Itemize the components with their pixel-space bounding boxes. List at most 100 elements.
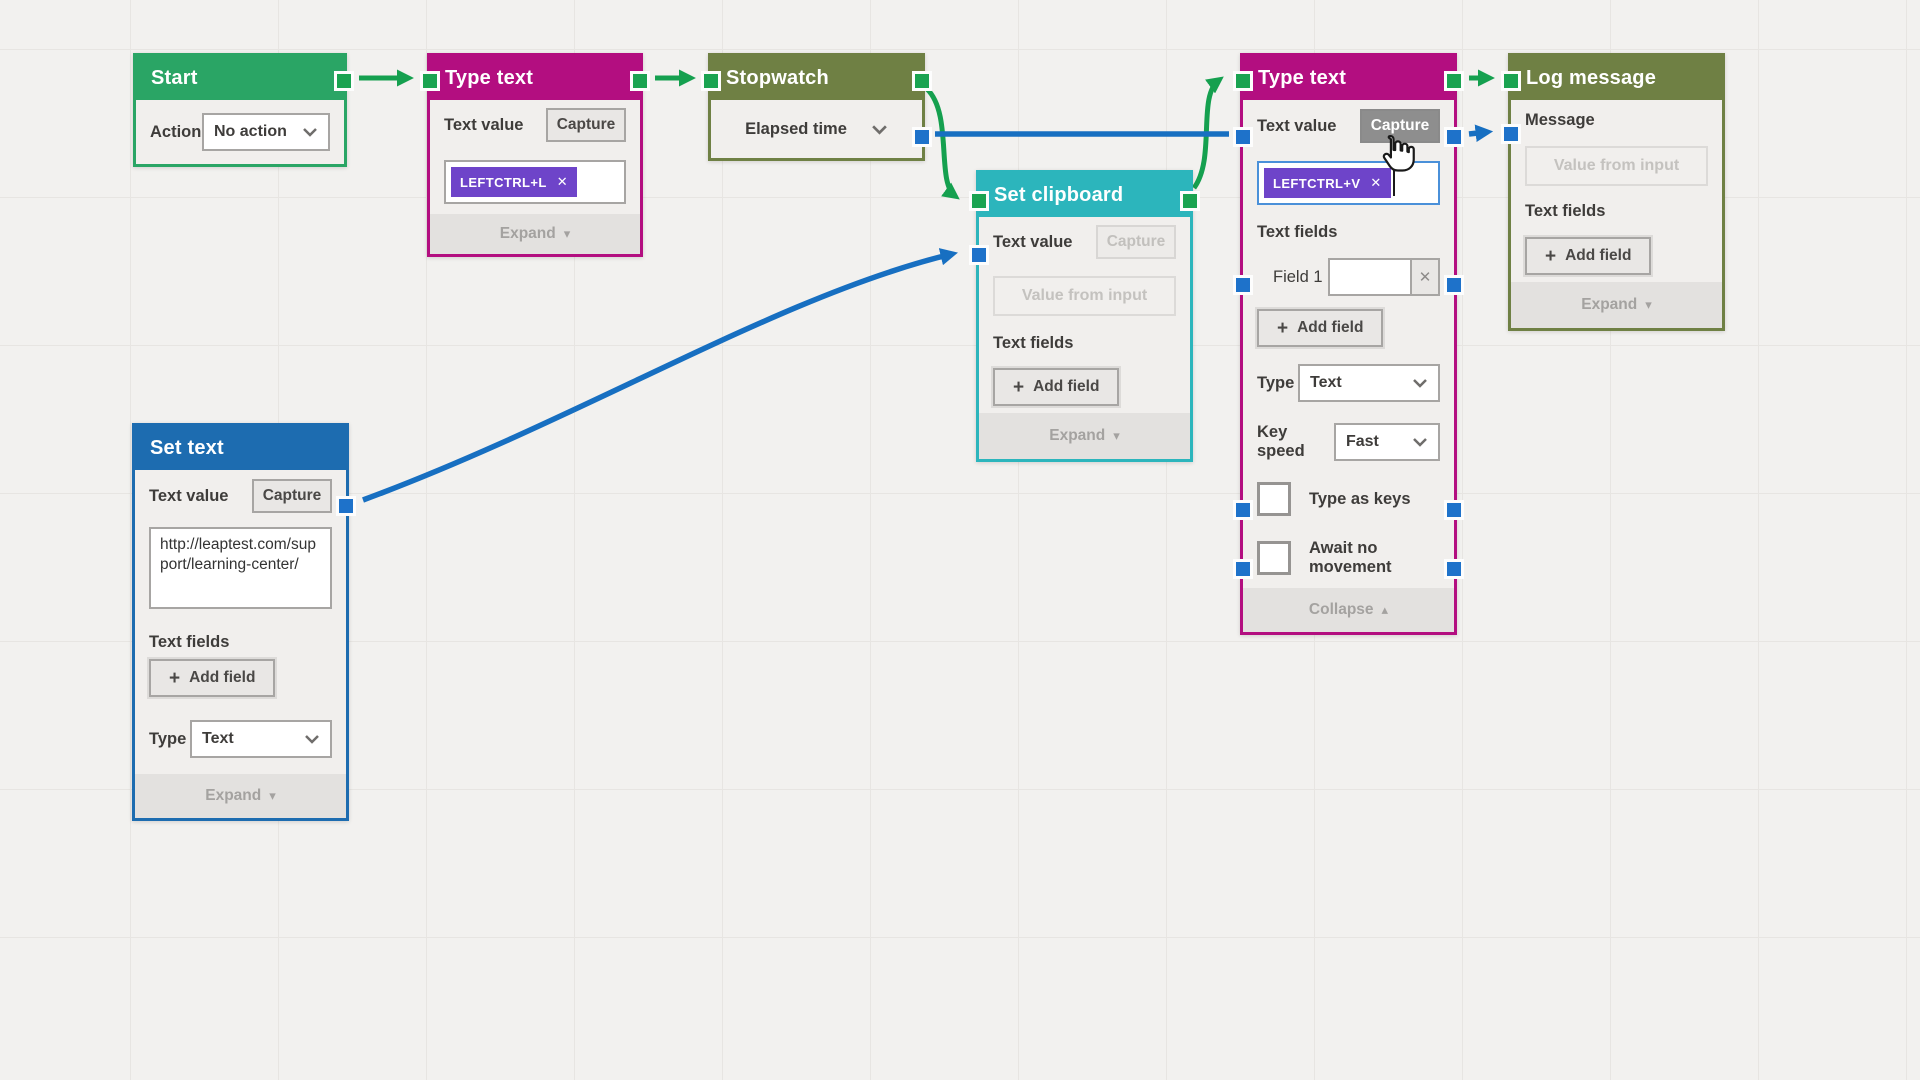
text-value-label: Text value — [993, 232, 1073, 251]
flow-out-port[interactable] — [1444, 71, 1464, 91]
remove-tag-icon[interactable]: ✕ — [1370, 175, 1382, 190]
text-caret — [1392, 170, 1395, 196]
flow-out-port[interactable] — [630, 71, 650, 91]
node-stopwatch[interactable]: Stopwatch Elapsed time — [701, 53, 932, 161]
type-as-keys-out-port[interactable] — [1444, 500, 1464, 520]
message-label: Message — [1525, 110, 1595, 129]
await-no-movement-checkbox[interactable] — [1257, 541, 1291, 575]
node-log-message[interactable]: Log message Message Value from input Tex… — [1501, 53, 1725, 331]
add-field-label: Add field — [1297, 319, 1364, 336]
message-in-port[interactable] — [1501, 124, 1521, 144]
await-in-port[interactable] — [1233, 559, 1253, 579]
add-field-button[interactable]: + Add field — [1525, 237, 1652, 275]
node-set-clipboard-header[interactable]: Set clipboard — [979, 173, 1190, 217]
plus-icon: + — [1277, 317, 1289, 339]
action-select[interactable]: No action — [202, 113, 330, 151]
node-stopwatch-header[interactable]: Stopwatch — [711, 56, 922, 100]
remove-tag-icon[interactable]: ✕ — [556, 174, 568, 189]
add-field-button[interactable]: + Add field — [1257, 309, 1384, 347]
field-label: Field 1 — [1273, 267, 1323, 286]
text-fields-row: Text fields — [979, 325, 1190, 361]
await-no-movement-row: Await no movement — [1243, 528, 1454, 588]
flow-out-port[interactable] — [912, 71, 932, 91]
text-value-in-port[interactable] — [969, 245, 989, 265]
node-set-text-header[interactable]: Set text — [135, 426, 346, 470]
capture-button[interactable]: Capture — [252, 479, 332, 513]
key-speed-select[interactable]: Fast — [1333, 423, 1440, 461]
node-start-header[interactable]: Start — [136, 56, 344, 100]
plus-icon: + — [1013, 376, 1025, 398]
type-select[interactable]: Text — [1298, 364, 1440, 402]
expand-toggle[interactable]: Expand ▾ — [1511, 282, 1722, 328]
key-tag-label: LEFTCTRL+V — [1273, 175, 1361, 191]
node-log-message-header[interactable]: Log message — [1511, 56, 1722, 100]
capture-button-label: Capture — [262, 487, 322, 504]
capture-button[interactable]: Capture — [546, 108, 626, 142]
field-out-port[interactable] — [1444, 275, 1464, 295]
node-title: Log message — [1526, 66, 1657, 89]
flow-in-port[interactable] — [969, 191, 989, 211]
node-start[interactable]: Start Action No action — [133, 53, 354, 167]
flow-out-port[interactable] — [334, 71, 354, 91]
field-input[interactable] — [1328, 258, 1412, 296]
elapsed-time-out-port[interactable] — [912, 127, 932, 147]
type-as-keys-row: Type as keys — [1243, 470, 1454, 528]
node-title: Type text — [1258, 66, 1347, 89]
type-select[interactable]: Text — [190, 720, 332, 758]
text-value-out-port[interactable] — [336, 496, 356, 516]
node-type-text-1[interactable]: Type text Text value Capture LEFTCTRL+L … — [420, 53, 650, 257]
key-tag[interactable]: LEFTCTRL+L ✕ — [451, 167, 577, 197]
key-speed-select-value: Fast — [1345, 433, 1379, 450]
node-type-text-2[interactable]: Type text Text value Capture LEFTCTRL+V … — [1233, 53, 1464, 635]
chevron-down-icon — [1413, 379, 1427, 388]
text-value-out-port[interactable] — [1444, 127, 1464, 147]
node-set-text[interactable]: Set text Text value Capture http://leapt… — [132, 423, 356, 821]
add-field-label: Add field — [189, 669, 256, 686]
type-select-value: Text — [202, 730, 234, 747]
elapsed-time-label: Elapsed time — [745, 119, 847, 138]
capture-button-label: Capture — [1370, 117, 1430, 134]
capture-button-label: Capture — [556, 116, 616, 133]
await-no-movement-label: Await no movement — [1309, 539, 1392, 576]
field-in-port[interactable] — [1233, 275, 1253, 295]
node-set-clipboard[interactable]: Set clipboard Text value Capture Value f… — [969, 170, 1200, 462]
flow-in-port[interactable] — [701, 71, 721, 91]
expand-toggle[interactable]: Expand ▾ — [979, 413, 1190, 459]
text-value-input-row: Value from input — [979, 267, 1190, 325]
node-title: Set clipboard — [994, 183, 1124, 206]
expand-toggle[interactable]: Expand ▾ — [430, 214, 640, 254]
text-value-textarea[interactable]: http://leaptest.com/support/learning-cen… — [149, 527, 332, 609]
expand-toggle[interactable]: Expand ▾ — [135, 774, 346, 818]
type-row: Type Text — [1243, 352, 1454, 414]
elapsed-time-row[interactable]: Elapsed time — [711, 100, 922, 158]
flow-out-port[interactable] — [1180, 191, 1200, 211]
chevron-down-icon: ▾ — [1645, 297, 1652, 312]
collapse-toggle[interactable]: Collapse ▴ — [1243, 588, 1454, 632]
type-row: Type Text — [135, 704, 346, 774]
add-field-button[interactable]: + Add field — [149, 659, 276, 697]
text-value-in-port[interactable] — [1233, 127, 1253, 147]
node-type-text-1-header[interactable]: Type text — [430, 56, 640, 100]
flow-in-port[interactable] — [1501, 71, 1521, 91]
close-icon: ✕ — [1418, 269, 1432, 286]
flow-in-port[interactable] — [420, 71, 440, 91]
chevron-down-icon — [872, 124, 887, 135]
capture-button[interactable]: Capture — [1360, 109, 1440, 143]
text-value-input[interactable]: LEFTCTRL+L ✕ — [444, 160, 626, 204]
message-row: Message — [1511, 100, 1722, 140]
plus-icon: + — [169, 667, 181, 689]
flow-in-port[interactable] — [1233, 71, 1253, 91]
chevron-down-icon — [303, 128, 317, 137]
key-tag[interactable]: LEFTCTRL+V ✕ — [1264, 168, 1391, 198]
type-as-keys-in-port[interactable] — [1233, 500, 1253, 520]
input-placeholder: Value from input — [1553, 157, 1680, 174]
remove-field-button[interactable]: ✕ — [1410, 258, 1440, 296]
node-title: Set text — [150, 436, 224, 459]
text-value-input[interactable]: LEFTCTRL+V ✕ — [1257, 161, 1440, 205]
await-out-port[interactable] — [1444, 559, 1464, 579]
text-value-row: Text value Capture — [1243, 100, 1454, 152]
add-field-row: + Add field — [135, 652, 346, 704]
node-type-text-2-header[interactable]: Type text — [1243, 56, 1454, 100]
add-field-button[interactable]: + Add field — [993, 368, 1120, 406]
type-as-keys-checkbox[interactable] — [1257, 482, 1291, 516]
